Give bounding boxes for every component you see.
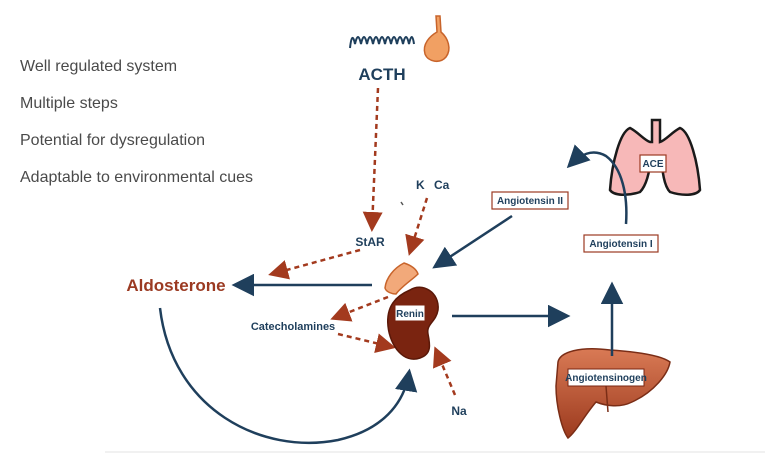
catecholamines-to-kidney-arrow <box>337 332 396 353</box>
bullet-item: Adaptable to environmental cues <box>20 169 254 186</box>
angiotensin-i-label: Angiotensin I <box>589 239 653 250</box>
acth-label: ACTH <box>358 65 405 84</box>
bullet-item: Well regulated system <box>20 58 178 75</box>
pituitary-gland-icon <box>423 15 450 62</box>
angiotensin-conversion-arrow <box>566 144 628 225</box>
renin-box <box>394 304 426 322</box>
calcium-label: Ca <box>434 178 450 192</box>
star-to-aldosterone-arrow <box>268 248 361 280</box>
k-ca-to-adrenal-arrow <box>405 197 429 256</box>
liver-icon <box>555 348 671 440</box>
star-label: StAR <box>355 235 385 249</box>
aldosterone-feedback-arrow <box>158 307 418 445</box>
acth-to-star-arrow <box>362 87 383 232</box>
sodium-to-kidney-arrow <box>433 346 457 396</box>
adrenal-gland-icon <box>384 262 419 295</box>
ace-label: ACE <box>642 159 663 170</box>
angiotensin-ii-box <box>491 191 569 210</box>
bullet-item: Potential for dysregulation <box>20 132 205 149</box>
sodium-label: Na <box>451 404 467 418</box>
bullet-list: Well regulated system Multiple steps Pot… <box>20 56 253 204</box>
aldosterone-label: Aldosterone <box>126 276 225 295</box>
stray-mark <box>400 201 404 206</box>
pulse-wave-icon <box>349 36 415 49</box>
bullet-item: Multiple steps <box>20 95 118 112</box>
angiotensin-i-box <box>583 234 659 253</box>
liver-ligament <box>605 385 609 413</box>
adrenal-to-catecholamines-arrow <box>330 295 389 322</box>
catecholamines-label: Catecholamines <box>251 321 335 333</box>
ace-box <box>639 154 667 173</box>
angiotensinogen-label: Angiotensinogen <box>565 373 647 384</box>
renin-label: Renin <box>396 309 424 320</box>
angiotensin-ii-to-adrenal-arrow <box>432 214 513 269</box>
kidney-icon <box>387 286 439 360</box>
potassium-label: K <box>416 178 425 192</box>
angiotensin-ii-label: Angiotensin II <box>497 196 563 207</box>
angiotensinogen-box <box>567 368 645 387</box>
